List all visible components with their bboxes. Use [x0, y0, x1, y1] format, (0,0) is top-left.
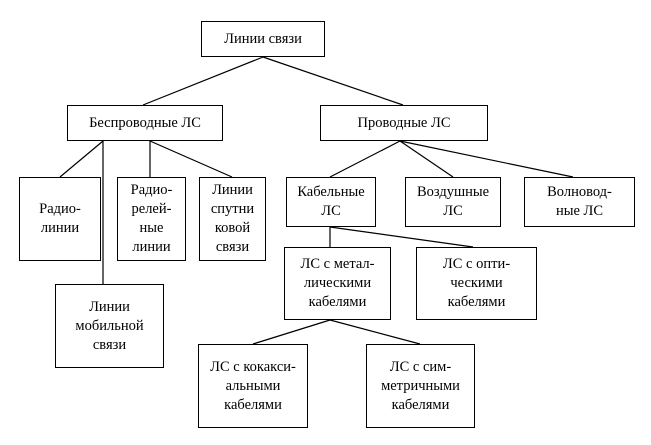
- node-relay: Радио- релей- ные линии: [117, 177, 186, 261]
- node-radio: Радио- линии: [19, 177, 101, 261]
- node-root: Линии связи: [201, 21, 325, 57]
- node-wired: Проводные ЛС: [320, 105, 488, 141]
- node-cable: Кабельные ЛС: [286, 177, 376, 227]
- node-mobile: Линии мобильной связи: [55, 284, 164, 368]
- node-air: Воздушные ЛС: [405, 177, 501, 227]
- node-coax: ЛС с кокакси- альными кабелями: [198, 344, 308, 428]
- node-satellite: Линии спутни ковой связи: [199, 177, 266, 261]
- node-symmetric: ЛС с сим- метричными кабелями: [366, 344, 475, 428]
- node-wireless: Беспроводные ЛС: [67, 105, 223, 141]
- node-metal: ЛС с метал- лическими кабелями: [284, 247, 391, 320]
- node-optic: ЛС с опти- ческими кабелями: [416, 247, 537, 320]
- node-waveguide: Волновод- ные ЛС: [524, 177, 635, 227]
